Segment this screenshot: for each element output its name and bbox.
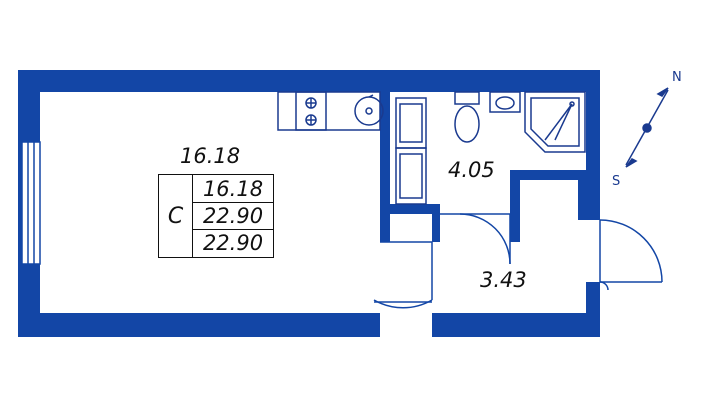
doors xyxy=(373,213,663,309)
outer-walls xyxy=(18,70,600,337)
summary-total-area: 22.90 xyxy=(193,202,273,230)
compass-north-label: N xyxy=(672,70,682,85)
compass-south-label: S xyxy=(612,174,621,189)
summary-letter: С xyxy=(159,175,193,257)
room-area-hall: 3.43 xyxy=(480,268,527,292)
area-summary-table: С 16.18 22.90 22.90 xyxy=(158,174,274,258)
compass-icon xyxy=(625,87,669,168)
kitchen-fixtures xyxy=(277,91,384,131)
window xyxy=(21,141,41,265)
interior-walls xyxy=(380,90,588,242)
bathroom-fixtures xyxy=(395,91,586,205)
room-area-living: 16.18 xyxy=(180,144,241,168)
room-area-bathroom: 4.05 xyxy=(448,158,495,182)
summary-total-area-2: 22.90 xyxy=(202,231,264,255)
summary-living-area: 16.18 xyxy=(193,175,273,203)
